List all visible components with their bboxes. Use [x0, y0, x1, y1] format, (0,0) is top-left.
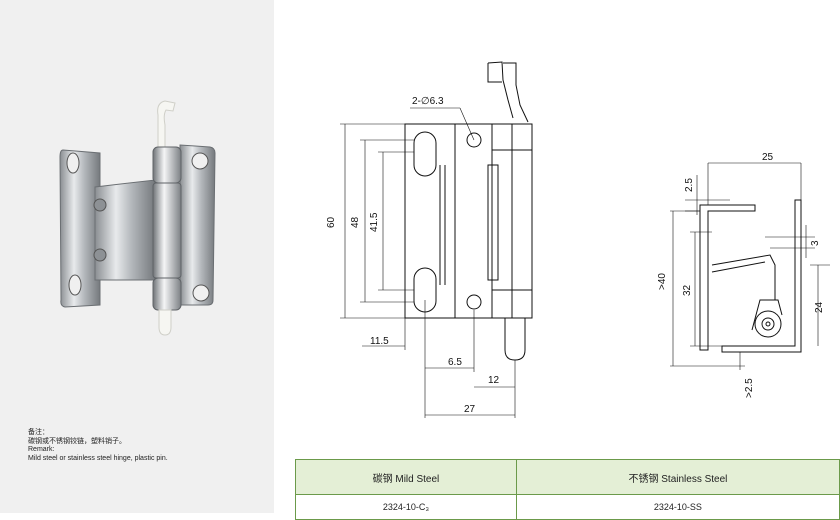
cell-stainless-steel-model: 2324-10-SS — [515, 494, 840, 520]
dim-top-width: 25 — [762, 152, 774, 163]
dim-right-height: 24 — [814, 301, 825, 313]
hinge-product-photo — [59, 100, 216, 336]
dim-overall-width: 27 — [464, 404, 476, 415]
dim-hole-span: 48 — [350, 216, 361, 228]
remarks-note: 备注： 碳钢或不锈钢铰链，塑料销子。 Remark: Mild steel or… — [28, 429, 168, 463]
header-mild-steel: 碳钢 Mild Steel — [295, 459, 517, 495]
dim-slot-span: 41.5 — [369, 212, 380, 232]
model-table: 碳钢 Mild Steel 不锈钢 Stainless Steel 2324-1… — [295, 459, 840, 520]
header-stainless-steel: 不锈钢 Stainless Steel — [515, 459, 840, 495]
dim-overall-height: 60 — [326, 216, 337, 228]
dim-open-height: >40 — [657, 273, 668, 290]
remarks-label-cn: 备注： — [28, 429, 49, 436]
dim-inner-height: 32 — [682, 284, 693, 296]
remarks-text-cn: 碳钢或不锈钢铰链，塑料销子。 — [28, 437, 126, 445]
table-header-row: 碳钢 Mild Steel 不锈钢 Stainless Steel — [295, 459, 840, 495]
dim-edge-offset: 11.5 — [370, 336, 389, 347]
product-photo-panel: 备注： 碳钢或不锈钢铰链，塑料销子。 Remark: Mild steel or… — [0, 0, 274, 513]
dim-pin-offset: 12 — [488, 375, 500, 386]
dim-top-thickness: 2.5 — [684, 178, 695, 192]
cell-mild-steel-model: 2324-10-C₃ — [295, 494, 517, 520]
table-row: 2324-10-C₃ 2324-10-SS — [295, 494, 840, 520]
technical-drawing: 2-∅6.3 60 48 41.5 11.5 6.5 12 27 25 2.5 … — [326, 61, 830, 418]
dim-bottom-thickness: >2.5 — [744, 378, 755, 398]
dim-hole-note: 2-∅6.3 — [412, 96, 444, 107]
dim-gap: 3 — [810, 240, 821, 246]
dim-hole-offset: 6.5 — [448, 357, 462, 368]
remarks-text-en: Mild steel or stainless steel hinge, pla… — [28, 454, 168, 462]
remarks-label-en: Remark: — [28, 446, 55, 453]
